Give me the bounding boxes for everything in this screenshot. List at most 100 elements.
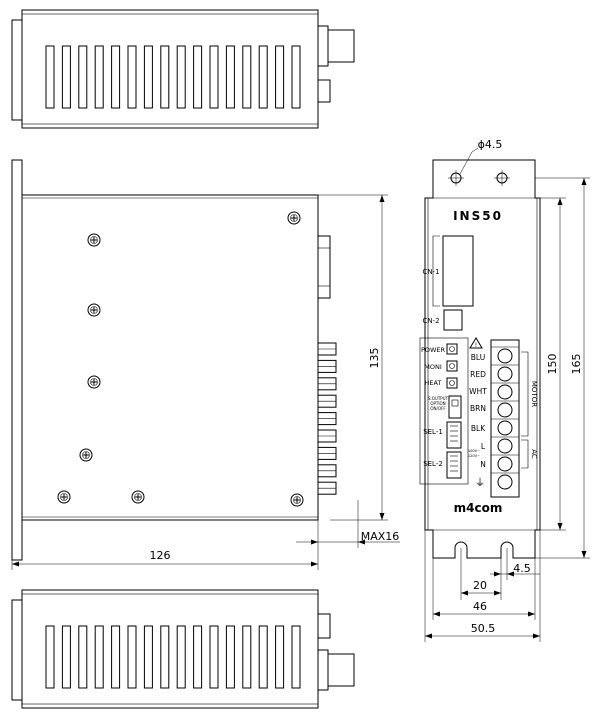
vent-slot (61, 45, 71, 109)
terminal-label-blk: BLK (471, 424, 486, 433)
indicator-panel (419, 337, 469, 485)
vent-slot (193, 45, 203, 109)
vent-slot (291, 45, 301, 109)
vent-slot (61, 625, 71, 689)
ac-bracket (521, 439, 529, 469)
bottom-view-flange (11, 599, 23, 701)
svg-text:!: ! (475, 342, 477, 349)
dimension-4-5: 4.5 (513, 562, 531, 575)
vent-slot (111, 45, 121, 109)
screw-icon (131, 490, 145, 504)
dimension-165: 165 (570, 354, 583, 375)
vent-slot (225, 625, 235, 689)
vent-slot (160, 45, 170, 109)
vent-slot (94, 625, 104, 689)
vent-slot (45, 625, 55, 689)
dimension-46: 46 (473, 600, 487, 613)
bottom-view-connector (327, 653, 355, 687)
power-led (446, 343, 458, 355)
sel2-switch (446, 451, 462, 479)
terminal-label-brn: BRN (470, 404, 486, 413)
side-view-connector (317, 235, 331, 299)
screw-icon (57, 490, 71, 504)
dimension-50-5: 50.5 (471, 622, 496, 635)
hole-diameter-label: ϕ4.5 (478, 138, 503, 151)
vent-slot (209, 45, 219, 109)
cn2-label: CN-2 (422, 317, 439, 325)
vent-slot (45, 45, 55, 109)
side-view-screws (57, 211, 304, 507)
cn1-connector (442, 235, 474, 307)
top-view-connector (327, 29, 355, 63)
vent-slot (176, 625, 186, 689)
vent-slot (258, 625, 268, 689)
vent-slot (242, 625, 252, 689)
screw-inner (60, 493, 68, 501)
front-view: ϕ4.5 INS50 CN-1 CN-2 POWER MONI HEAT S.O… (419, 138, 590, 642)
motor-bracket (521, 351, 529, 437)
brand-logo: m4com (454, 501, 503, 515)
side-view-mount-flange (11, 159, 23, 561)
vent-slot (143, 625, 153, 689)
ac-label: AC (530, 449, 538, 459)
side-view-terminal-fins (317, 342, 337, 495)
dimension-135: 135 (368, 348, 381, 369)
power-label: POWER (421, 346, 446, 354)
bottom-view-body (21, 589, 319, 709)
terminal-screw-icon (497, 420, 513, 436)
dimension-150: 150 (546, 354, 559, 375)
vent-slot (111, 625, 121, 689)
dimension-max16: MAX16 (361, 530, 400, 543)
vent-slot (275, 625, 285, 689)
sel2-label: SEL-2 (423, 460, 443, 468)
screw-icon (87, 303, 101, 317)
vent-slot (78, 45, 88, 109)
terminal-screw-icon (497, 366, 513, 382)
terminal-block (490, 339, 520, 498)
top-view-body (21, 9, 319, 129)
vent-slot (258, 45, 268, 109)
top-view-vents (45, 45, 301, 109)
terminal-screw-icon (497, 348, 513, 364)
vent-slot (291, 625, 301, 689)
moni-led (446, 360, 458, 372)
model-name: INS50 (453, 209, 503, 223)
screw-inner (90, 306, 98, 314)
vent-slot (176, 45, 186, 109)
screw-icon (290, 493, 304, 507)
terminal-screw-icon (497, 456, 513, 472)
vent-slot (225, 45, 235, 109)
vent-slot (127, 45, 137, 109)
switch-text-2: OPTION (430, 401, 445, 406)
ground-icon: ⏚ (475, 477, 485, 489)
terminal-screw-icon (497, 474, 513, 490)
switch-text-3: ON/OFF (430, 406, 446, 411)
motor-label: MOTOR (530, 381, 538, 407)
terminal-label-blu: BLU (471, 353, 485, 362)
terminal-screw-icon (497, 438, 513, 454)
bottom-view (11, 589, 355, 709)
dimension-20: 20 (473, 579, 487, 592)
cn2-connector (443, 309, 463, 331)
ac-range-1: 100V~ (468, 449, 480, 453)
vent-slot (78, 625, 88, 689)
screw-inner (134, 493, 142, 501)
terminal-label-red: RED (470, 370, 486, 379)
vent-slot (209, 625, 219, 689)
terminal-label-wht: WHT (469, 387, 487, 396)
ac-range-2: 120V~ (468, 454, 480, 458)
terminal-screw-icon (497, 384, 513, 400)
terminal-screw-icon (497, 402, 513, 418)
terminal-label-n: N (480, 460, 486, 469)
screw-inner (293, 496, 301, 504)
vent-slot (242, 45, 252, 109)
sel1-label: SEL-1 (423, 428, 443, 436)
dimension-126: 126 (150, 549, 171, 562)
vent-slot (127, 625, 137, 689)
top-view (11, 9, 355, 129)
warning-icon (469, 337, 483, 349)
screw-inner (90, 236, 98, 244)
screw-icon (79, 448, 93, 462)
side-view-body (21, 194, 319, 521)
